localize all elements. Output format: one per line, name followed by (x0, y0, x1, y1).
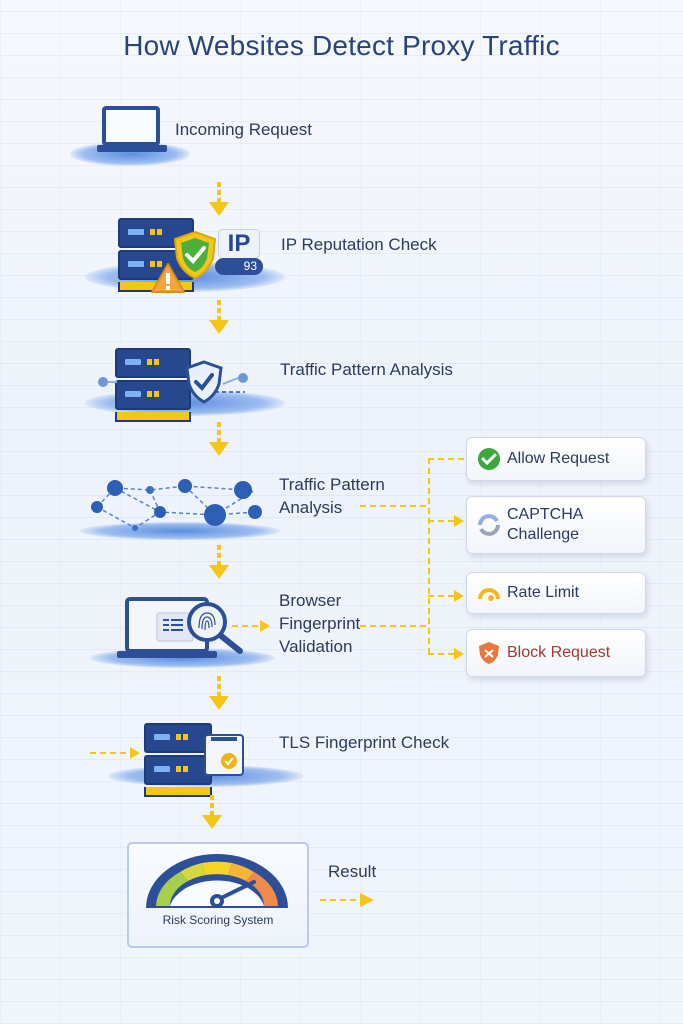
refresh-icon (478, 514, 500, 536)
flow-arrowhead (260, 620, 270, 632)
shield-check-icon (173, 230, 217, 280)
check-circle-icon (478, 448, 500, 470)
step-label-browser-fingerprint: Browser Fingerprint Validation (279, 589, 360, 658)
network-graph-icon (91, 479, 262, 531)
step-label-tls-fingerprint: TLS Fingerprint Check (279, 733, 450, 752)
warning-icon (151, 263, 185, 293)
flow-connector (232, 625, 260, 627)
connection-nodes-icon (98, 373, 248, 393)
branch-connector (360, 505, 428, 507)
branch-connector (360, 625, 428, 627)
page-title: How Websites Detect Proxy Traffic (123, 30, 560, 61)
outcome-label: Allow Request (507, 450, 610, 467)
server-icon (115, 348, 191, 422)
flow-arrowhead (130, 747, 140, 759)
label-line: Traffic Pattern (279, 475, 385, 494)
flow-arrow (209, 182, 229, 216)
branch-connector (428, 458, 430, 654)
label-line: Browser (279, 591, 342, 610)
label-line: Analysis (279, 498, 343, 517)
step-label-incoming-request: Incoming Request (175, 120, 313, 139)
result-arrowhead (360, 893, 374, 907)
server-icon (144, 723, 212, 797)
outcome-label: Rate Limit (507, 584, 580, 601)
branch-connector (428, 653, 454, 655)
step-label-risk-scoring: Risk Scoring System (162, 913, 274, 927)
ip-score-value: 93 (243, 259, 257, 273)
branch-arrowhead (454, 590, 464, 602)
platform (80, 522, 280, 540)
result-connector (320, 899, 360, 901)
laptop-fingerprint-icon (117, 597, 243, 658)
flow-arrow (209, 545, 229, 579)
step-label-ip-reputation: IP Reputation Check (281, 235, 437, 254)
outcome-rate-limit: Rate Limit (466, 572, 646, 614)
ip-score-badge: 93 (215, 258, 263, 275)
flow-arrow (209, 676, 229, 710)
branch-connector (428, 520, 454, 522)
speedometer-icon (478, 588, 500, 601)
outcome-block-request: Block Request (466, 629, 646, 677)
branch-arrowhead (454, 648, 464, 660)
outcome-captcha-challenge: CAPTCHA Challenge (466, 496, 646, 554)
certificate-icon (204, 734, 244, 776)
result-label: Result (328, 862, 377, 881)
flow-connector (90, 752, 130, 754)
label-line: CAPTCHA (507, 506, 584, 523)
ip-badge: IP (218, 229, 260, 259)
laptop-icon (97, 106, 167, 152)
flow-arrow (202, 795, 222, 829)
branch-arrowhead (454, 515, 464, 527)
step-label-traffic-pattern: Traffic Pattern Analysis (280, 360, 453, 379)
branch-connector (428, 458, 464, 460)
label-line: Validation (279, 637, 353, 656)
label-line: Fingerprint (279, 614, 361, 633)
shield-x-icon (479, 642, 499, 664)
gauge-icon (146, 854, 288, 908)
branch-connector (428, 595, 454, 597)
outcome-label: Block Request (507, 644, 611, 661)
outcome-label: CAPTCHA Challenge (507, 505, 583, 545)
label-line: Challenge (507, 526, 580, 543)
flow-arrow (209, 300, 229, 334)
shield-check-icon (185, 360, 223, 404)
step-label-traffic-pattern-2: Traffic Pattern Analysis (279, 473, 385, 519)
ip-badge-text: IP (227, 230, 251, 257)
flow-arrow (209, 422, 229, 456)
outcome-allow-request: Allow Request (466, 437, 646, 481)
